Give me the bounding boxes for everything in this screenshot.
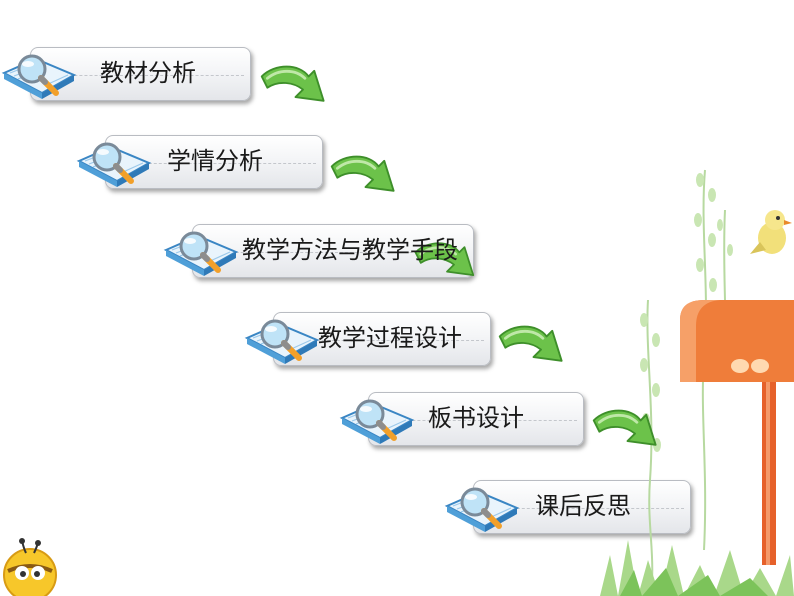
step-6-label: 课后反思 [535,492,631,520]
bee-icon [3,538,57,596]
curved-arrow-icon [328,148,403,198]
magnifier-book-icon [0,45,80,105]
magnifier-book-icon [162,222,242,282]
step-1-label: 教材分析 [100,59,196,87]
step-5-label: 板书设计 [428,404,524,432]
magnifier-book-icon [443,478,523,538]
step-3-label: 教学方法与教学手段 [242,236,458,264]
step-5[interactable]: 板书设计 [338,390,588,450]
step-1[interactable]: 教材分析 [0,45,255,105]
curved-arrow-icon [590,402,665,452]
curved-arrow-icon [496,318,571,368]
step-4-label: 教学过程设计 [318,324,462,352]
step-3[interactable]: 教学方法与教学手段 [162,222,477,282]
magnifier-book-icon [243,310,323,370]
step-4[interactable]: 教学过程设计 [243,310,493,370]
curved-arrow-icon [258,58,333,108]
mailbox-scenery [600,169,794,596]
magnifier-book-icon [338,390,418,450]
step-2[interactable]: 学情分析 [75,133,325,193]
magnifier-book-icon [75,133,155,193]
step-6[interactable]: 课后反思 [443,478,693,538]
step-2-label: 学情分析 [167,147,263,175]
